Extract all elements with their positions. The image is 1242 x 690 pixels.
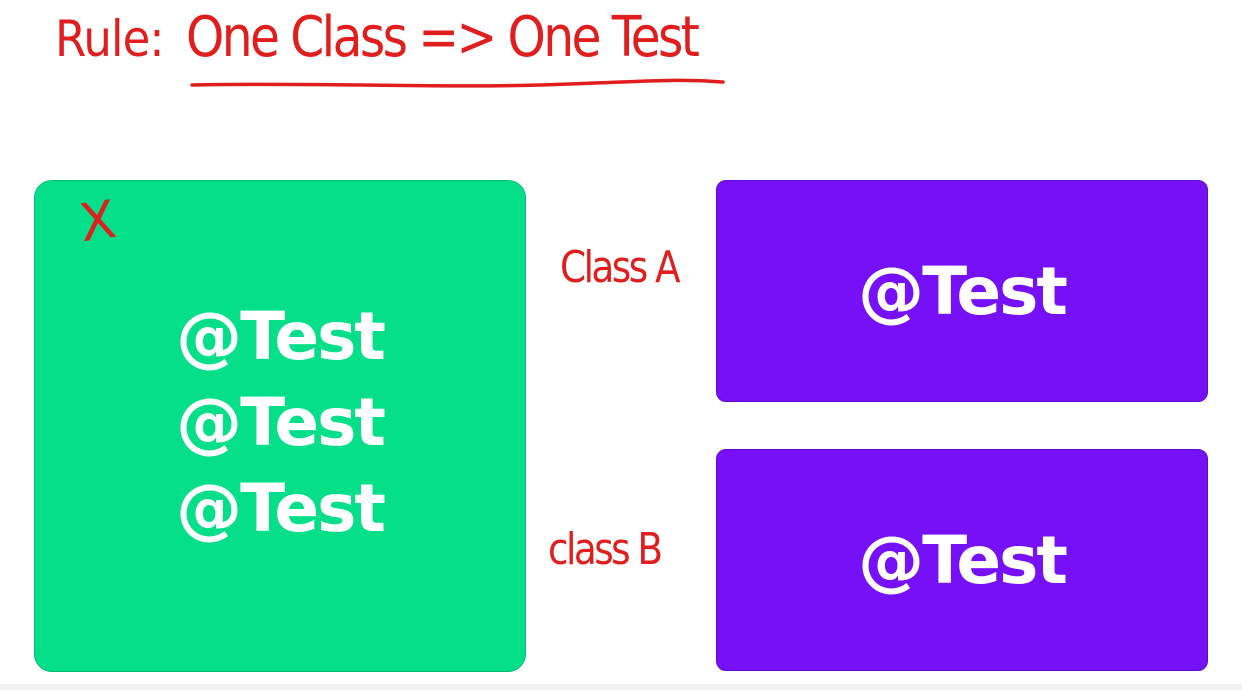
cross-mark: X: [75, 189, 120, 255]
class-a-box: @Test: [716, 180, 1208, 402]
test-annotation-2: @Test: [176, 384, 386, 461]
class-b-box: @Test: [716, 449, 1208, 671]
class-b-label: class B: [548, 524, 663, 575]
test-annotation-1: @Test: [176, 298, 386, 375]
bottom-edge: [0, 684, 1242, 690]
single-class-box: @Test @Test @Test: [34, 180, 526, 672]
rule-label: Rule:: [55, 10, 165, 68]
test-annotation-list: @Test @Test @Test: [176, 294, 386, 552]
class-a-test-annotation: @Test: [858, 253, 1068, 330]
rule-statement: One Class => One Test: [186, 5, 700, 70]
rule-underline: [190, 78, 725, 88]
test-annotation-3: @Test: [176, 470, 386, 547]
class-b-test-annotation: @Test: [858, 522, 1068, 599]
class-a-label: Class A: [560, 242, 681, 293]
